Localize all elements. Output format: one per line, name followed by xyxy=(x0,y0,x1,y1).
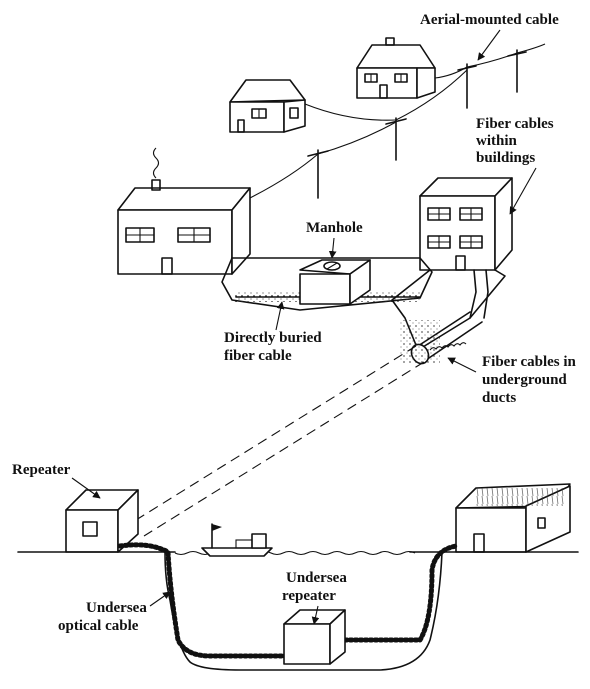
label-undersea-repeater-2: repeater xyxy=(282,588,336,604)
label-underground-ducts-2: underground xyxy=(482,372,567,388)
label-undersea-repeater-1: Undersea xyxy=(286,570,347,586)
label-fiber-buildings-2: within xyxy=(476,133,518,149)
label-directly-buried-2: fiber cable xyxy=(224,348,292,364)
building-left xyxy=(118,148,250,274)
arrow-aerial-cable xyxy=(478,30,500,60)
arrow-fiber-buildings xyxy=(510,168,536,214)
dashed-link-lines xyxy=(136,346,424,536)
label-fiber-buildings-3: buildings xyxy=(476,150,535,166)
house-middle xyxy=(230,80,305,132)
undersea-repeater-box xyxy=(284,610,345,664)
label-undersea-cable-2: optical cable xyxy=(58,618,139,634)
arrow-manhole xyxy=(332,238,334,258)
arrow-underground-ducts xyxy=(448,358,476,372)
label-repeater: Repeater xyxy=(12,462,71,478)
boat xyxy=(202,524,272,556)
underground-duct xyxy=(392,270,505,367)
building-right xyxy=(420,178,512,270)
shore-building-right xyxy=(456,484,570,552)
label-directly-buried-1: Directly buried xyxy=(224,330,322,346)
shoreline xyxy=(18,552,578,555)
label-aerial-cable: Aerial-mounted cable xyxy=(420,12,559,28)
label-underground-ducts-1: Fiber cables in xyxy=(482,354,577,370)
manhole-box xyxy=(300,260,370,304)
label-undersea-cable-1: Undersea xyxy=(86,600,147,616)
house-top-right xyxy=(357,38,435,98)
arrow-undersea-cable xyxy=(150,592,170,606)
repeater-building xyxy=(66,490,138,552)
label-manhole: Manhole xyxy=(306,220,363,236)
label-underground-ducts-3: ducts xyxy=(482,390,516,406)
label-fiber-buildings-1: Fiber cables xyxy=(476,116,554,132)
